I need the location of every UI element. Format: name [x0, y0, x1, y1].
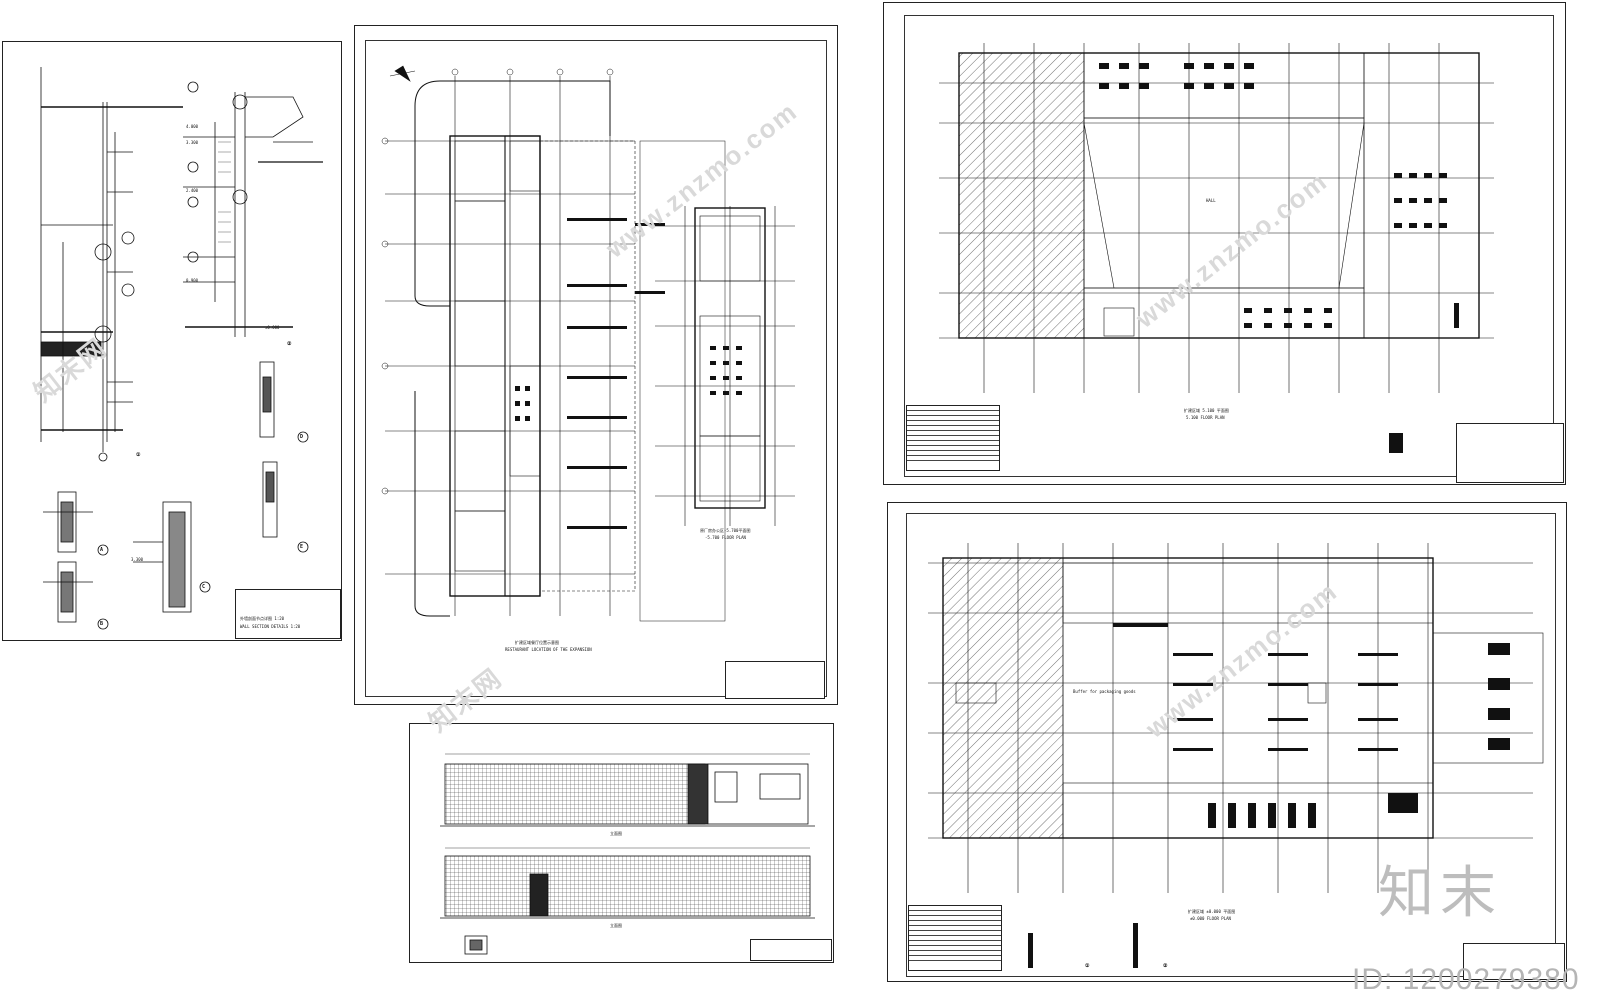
legend-table — [906, 405, 1000, 471]
level-label: 2.400 — [186, 188, 199, 193]
level-label: ±0.000 — [265, 325, 280, 330]
sheet-restaurant: 扩建区域餐厅位置示意图 RESTAURANT LOCATION OF THE E… — [354, 25, 838, 705]
level-label: 3.300 — [131, 557, 144, 562]
plan-title-en: RESTAURANT LOCATION OF THE EXPANSION — [505, 647, 592, 652]
detail-marker: C — [202, 584, 206, 590]
title-block: 外墙剖面节点详图 1:20 WALL SECTION DETAILS 1:20 — [235, 589, 341, 639]
area-label: Buffer for packaging goods — [1073, 689, 1136, 694]
detail-marker: A — [100, 547, 104, 553]
elevation-label: 立面图 — [610, 923, 622, 928]
image-id: ID: 1200279380 — [1352, 963, 1580, 996]
elevation-drawing — [440, 753, 815, 955]
plan-title: 扩建区域 5.100 平面图 — [1184, 408, 1229, 413]
brand-watermark: 知末 — [1378, 861, 1502, 926]
detail-marker: D — [300, 434, 304, 440]
upper-plan-drawing — [939, 43, 1494, 453]
second-plan-title-en: -5.700 FLOOR PLAN — [705, 535, 746, 540]
restaurant-plan-drawing — [381, 65, 795, 622]
title-block — [725, 661, 825, 699]
plan-title: 扩建区域餐厅位置示意图 — [515, 640, 559, 645]
sheet-elevations: 立面图 立面图 — [409, 723, 834, 963]
hall-label: HALL — [1206, 198, 1216, 203]
title-block — [1463, 943, 1565, 980]
plan-title: 扩建区域 ±0.000 平面图 — [1188, 909, 1236, 914]
title-block — [750, 939, 832, 961]
detail-marker: ② — [1163, 963, 1168, 969]
wall-details-drawing — [40, 67, 323, 630]
sheet-ground-plan: Buffer for packaging goods 扩建区域 ±0.000 平… — [887, 502, 1567, 982]
detail-marker: E — [300, 544, 304, 550]
sheet-wall-details: 4.000 3.300 2.400 0.900 ±0.000 3.300 ① ②… — [2, 41, 342, 641]
detail-marker: ② — [287, 341, 292, 347]
elevation-label: 立面图 — [610, 831, 622, 836]
detail-marker: ① — [1085, 963, 1090, 969]
detail-marker: ① — [136, 452, 141, 458]
level-label: 4.000 — [186, 124, 199, 129]
level-label: 3.300 — [186, 140, 199, 145]
plan-title-en: 5.100 FLOOR PLAN — [1186, 415, 1225, 420]
second-plan-title: 原厂房办公区-5.700平面图 — [700, 528, 751, 533]
ground-plan-drawing — [928, 543, 1544, 968]
sheet-title-en: WALL SECTION DETAILS 1:20 — [240, 624, 301, 629]
sheet-upper-plan: HALL 扩建区域 5.100 平面图 5.100 FLOOR PLAN — [883, 2, 1566, 485]
legend-table — [908, 905, 1002, 971]
title-block — [1456, 423, 1564, 483]
sheet-title: 外墙剖面节点详图 1:20 — [240, 616, 285, 621]
level-label: 0.900 — [186, 278, 199, 283]
detail-marker: B — [100, 621, 104, 627]
plan-title-en: ±0.000 FLOOR PLAN — [1190, 916, 1231, 921]
